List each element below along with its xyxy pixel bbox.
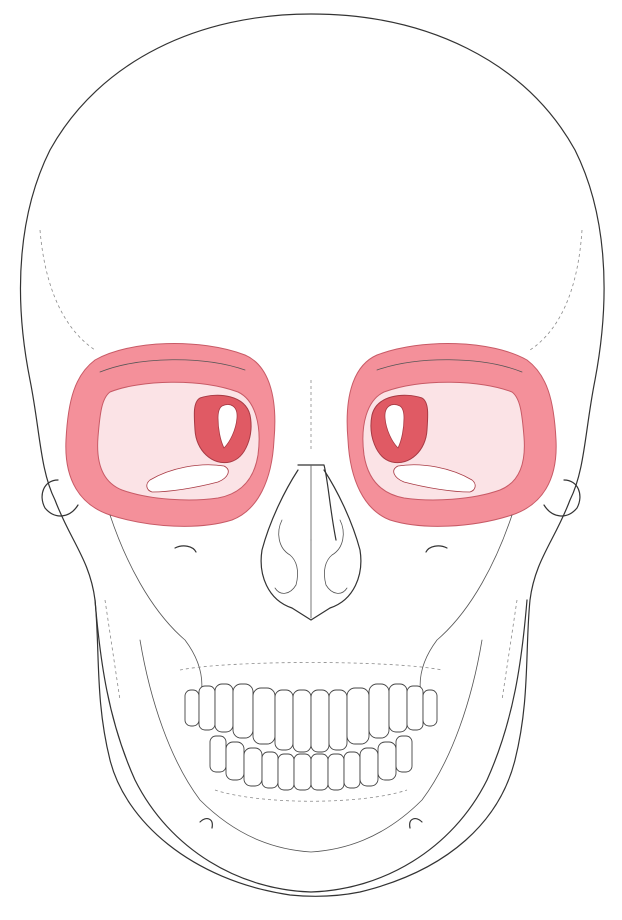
tooth (378, 742, 396, 780)
alveolar-ridge-lower (215, 790, 407, 801)
tooth (210, 736, 226, 772)
maxilla-contour-right (110, 515, 202, 700)
zygomatic-arch-left (544, 480, 580, 516)
tooth (262, 752, 278, 788)
tooth (278, 754, 294, 790)
temporal-line-left (530, 230, 582, 350)
orbit-right (66, 344, 275, 527)
nasal-concha-left (324, 520, 347, 593)
tooth (407, 686, 423, 730)
alveolar-ridge-upper (180, 663, 442, 671)
tooth (244, 748, 262, 786)
tooth (293, 690, 311, 752)
zygomatic-arch-right (42, 480, 78, 516)
infraorbital-foramen-right (175, 546, 196, 552)
tooth (233, 684, 253, 738)
nasal-concha-right (275, 520, 298, 593)
infraorbital-foramen-left (426, 546, 447, 552)
tooth (311, 690, 329, 752)
tooth (329, 690, 347, 750)
tooth (347, 688, 369, 744)
tooth (396, 736, 412, 772)
tooth (253, 688, 275, 744)
mental-foramen-right (200, 819, 212, 828)
tooth (389, 684, 407, 732)
tooth (311, 754, 328, 790)
tooth (328, 754, 344, 790)
coronoid-right (105, 600, 120, 700)
tooth (215, 684, 233, 732)
tooth (344, 752, 360, 788)
tooth (294, 754, 311, 790)
tooth (199, 686, 215, 730)
temporal-line-right (40, 230, 95, 350)
mental-foramen-left (410, 819, 422, 828)
coronoid-left (502, 600, 517, 700)
tooth (369, 684, 389, 738)
tooth (275, 690, 293, 750)
tooth (360, 748, 378, 786)
tooth (423, 690, 437, 726)
tooth (185, 690, 199, 726)
orbit-left (347, 344, 556, 527)
tooth (226, 742, 244, 780)
maxilla-contour-left (420, 515, 512, 700)
nasal-bones (298, 465, 336, 540)
